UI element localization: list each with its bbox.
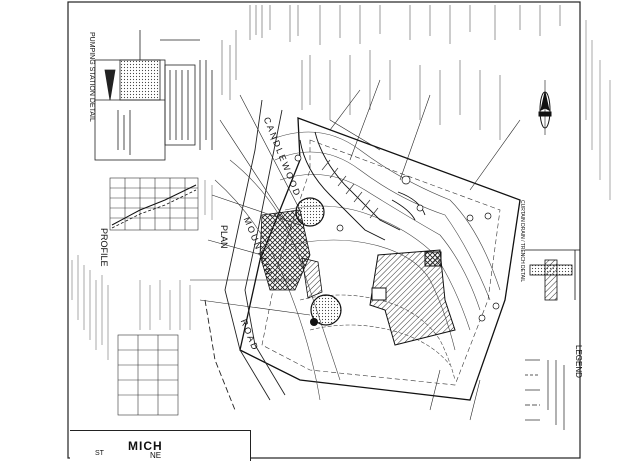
north-arrow-icon bbox=[538, 80, 552, 135]
title-block bbox=[70, 430, 251, 461]
distribution-strip bbox=[301, 257, 323, 299]
setback-lines bbox=[261, 139, 501, 386]
tree-symbols bbox=[294, 154, 500, 322]
pumping-station-detail-label: PUMPING STATION DETAIL bbox=[88, 32, 95, 122]
septic-tank bbox=[295, 197, 325, 227]
firm-name: MICH bbox=[128, 439, 163, 453]
pumping-station-detail bbox=[94, 30, 213, 161]
profile-grid bbox=[109, 177, 199, 231]
legend-label: LEGEND bbox=[574, 345, 583, 378]
pump-chamber-inner bbox=[310, 318, 318, 326]
elevations-table bbox=[117, 334, 179, 416]
leader-lines bbox=[190, 79, 521, 421]
driveway bbox=[299, 131, 426, 241]
title-st: ST bbox=[95, 450, 104, 457]
profile-notes bbox=[71, 180, 213, 360]
profile-label: PROFILE bbox=[99, 228, 109, 267]
curtain-drain-label: CURTAIN DRAIN / TRENCH DETAIL bbox=[519, 200, 525, 283]
pump-chamber bbox=[310, 294, 342, 326]
contour-lines bbox=[214, 131, 501, 401]
legend-entries bbox=[525, 359, 565, 430]
property-boundary bbox=[239, 117, 521, 401]
right-edge-notes bbox=[585, 20, 611, 200]
title-ne: NE bbox=[150, 451, 162, 460]
driveway-hatching bbox=[321, 159, 379, 219]
plan-label: PLAN bbox=[219, 225, 229, 249]
curtain-drain-detail bbox=[525, 249, 580, 301]
road-edges bbox=[204, 99, 286, 411]
top-notes bbox=[221, 5, 561, 140]
house-footprint bbox=[369, 249, 456, 346]
sheet-border bbox=[67, 1, 581, 459]
